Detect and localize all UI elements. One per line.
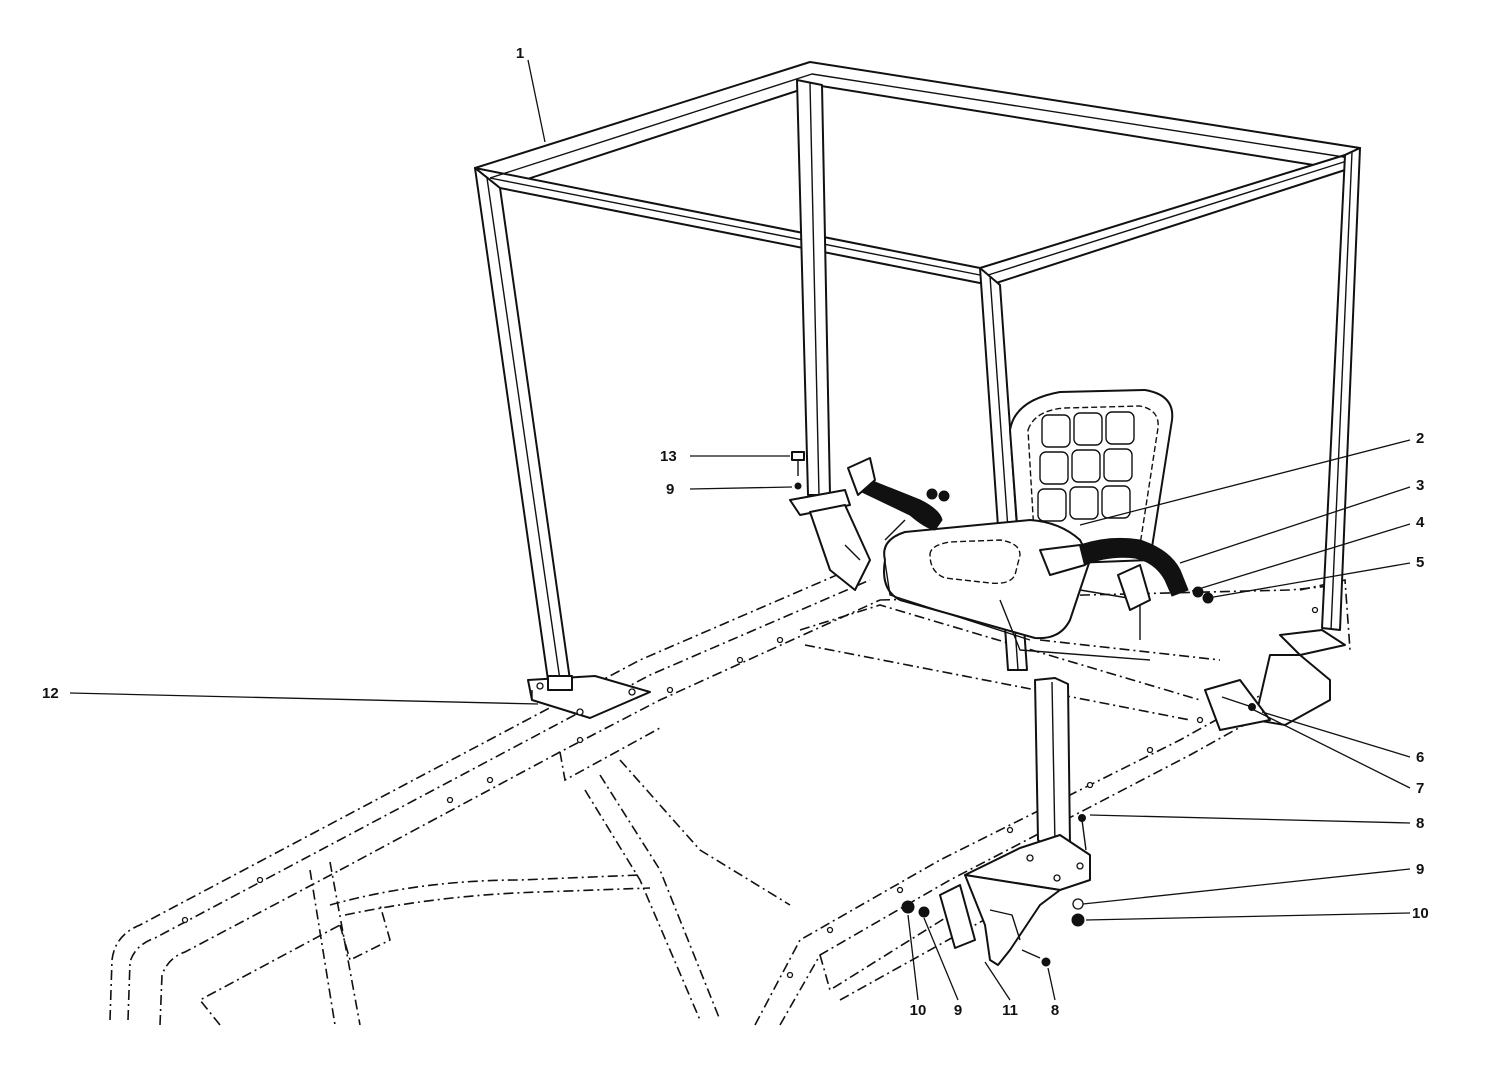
callout-6: 6 [1416, 749, 1424, 766]
callout-2: 2 [1416, 430, 1424, 447]
seat-belt-left [847, 457, 950, 541]
callout-7: 7 [1416, 780, 1424, 797]
seat [883, 389, 1174, 661]
upper-bolt-and-washer [791, 451, 805, 490]
seat-belt-right [1039, 537, 1214, 611]
front-left-foot-plate [527, 675, 651, 719]
rear-right-mount-bracket [1204, 629, 1346, 731]
callout-10-bottom: 10 [910, 1002, 927, 1019]
callout-10-right: 10 [1412, 905, 1429, 922]
callout-8-upper: 8 [1416, 815, 1424, 832]
callout-3: 3 [1416, 477, 1424, 494]
callout-9-upper: 9 [666, 481, 674, 498]
callout-labels: 1 2 3 4 5 6 7 8 9 10 12 13 9 10 9 11 8 [42, 45, 1429, 1019]
front-right-fasteners [901, 814, 1087, 967]
front-right-mount-bracket [939, 834, 1091, 966]
callout-1: 1 [516, 45, 524, 62]
backrest-cushion-pads [1037, 411, 1135, 522]
callout-8-bottom: 8 [1051, 1002, 1059, 1019]
callout-leaders [69, 59, 1411, 1001]
rear-left-mount-bracket [789, 489, 871, 591]
rail-holes [181, 606, 1334, 979]
callout-13: 13 [660, 448, 677, 465]
front-right-post [1034, 677, 1071, 849]
callout-4: 4 [1416, 514, 1425, 531]
callout-9-bottom: 9 [954, 1002, 962, 1019]
chassis-frame [109, 564, 1351, 1026]
callout-9-right: 9 [1416, 861, 1424, 878]
callout-12: 12 [42, 685, 59, 702]
callout-5: 5 [1416, 554, 1424, 571]
callout-11: 11 [1002, 1002, 1018, 1019]
